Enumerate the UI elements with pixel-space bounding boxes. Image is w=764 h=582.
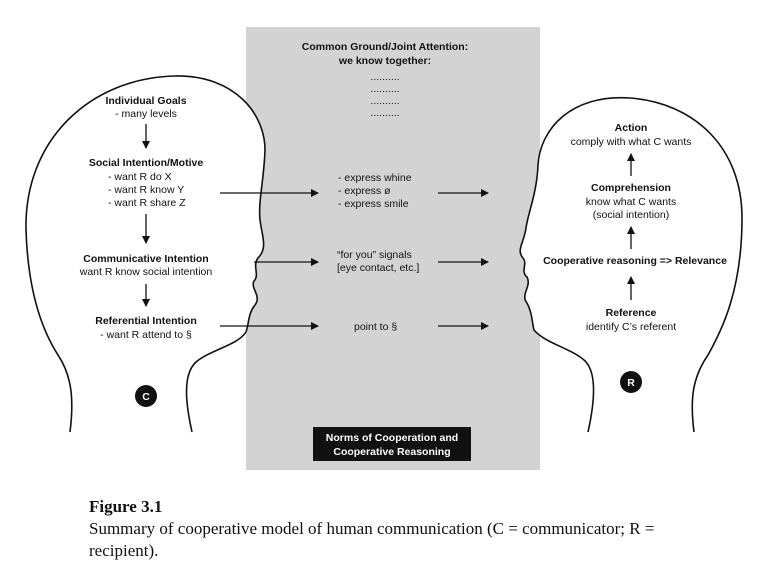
- social-intention-line: - want R share Z: [108, 197, 186, 209]
- common-ground-panel: [246, 27, 540, 470]
- comprehension-title: Comprehension: [591, 182, 671, 194]
- referential-intention-detail: - want R attend to §: [100, 329, 192, 341]
- signals-line: [eye contact, etc.]: [337, 262, 419, 274]
- norms-line-2: Cooperative Reasoning: [333, 446, 450, 458]
- common-ground-dots: ..........: [370, 83, 399, 95]
- reference-title: Reference: [606, 307, 657, 319]
- recipient-badge-label: R: [627, 377, 635, 389]
- action-detail: comply with what C wants: [571, 136, 692, 148]
- social-intention-title: Social Intention/Motive: [89, 157, 204, 169]
- recipient-badge: [620, 371, 642, 393]
- communicator-badge: [135, 385, 157, 407]
- common-ground-subtitle: we know together:: [338, 55, 431, 67]
- communicative-intention-detail: want R know social intention: [79, 266, 213, 278]
- cooperative-model-diagram: Common Ground/Joint Attention: we know t…: [25, 27, 743, 470]
- individual-goals-detail: - many levels: [115, 108, 177, 120]
- norms-box: [313, 427, 471, 461]
- signals-line: “for you” signals: [337, 249, 412, 261]
- referential-intention-title: Referential Intention: [95, 315, 197, 327]
- social-intention-line: - want R know Y: [108, 184, 184, 196]
- express-line: - express ø: [338, 185, 391, 197]
- comprehension-line: (social intention): [593, 209, 669, 221]
- comprehension-line: know what C wants: [586, 196, 676, 208]
- common-ground-title: Common Ground/Joint Attention:: [302, 41, 468, 53]
- cooperative-reasoning-label: Cooperative reasoning => Relevance: [543, 255, 727, 267]
- action-title: Action: [615, 122, 648, 134]
- reference-detail: identify C’s referent: [586, 321, 676, 333]
- common-ground-dots: ..........: [370, 71, 399, 83]
- point-label: point to §: [354, 321, 397, 333]
- express-line: - express whine: [338, 172, 412, 184]
- figure-caption: Summary of cooperative model of human co…: [89, 519, 655, 560]
- recipient-head: [519, 97, 743, 433]
- individual-goals-title: Individual Goals: [105, 95, 186, 107]
- communicative-intention-title: Communicative Intention: [83, 253, 208, 265]
- norms-line-1: Norms of Cooperation and: [326, 432, 458, 444]
- common-ground-dots: ..........: [370, 95, 399, 107]
- figure-label: Figure 3.1: [89, 497, 163, 516]
- social-intention-line: - want R do X: [108, 171, 172, 183]
- common-ground-dots: ..........: [370, 107, 399, 119]
- communicator-badge-label: C: [142, 391, 150, 403]
- express-line: - express smile: [338, 198, 409, 210]
